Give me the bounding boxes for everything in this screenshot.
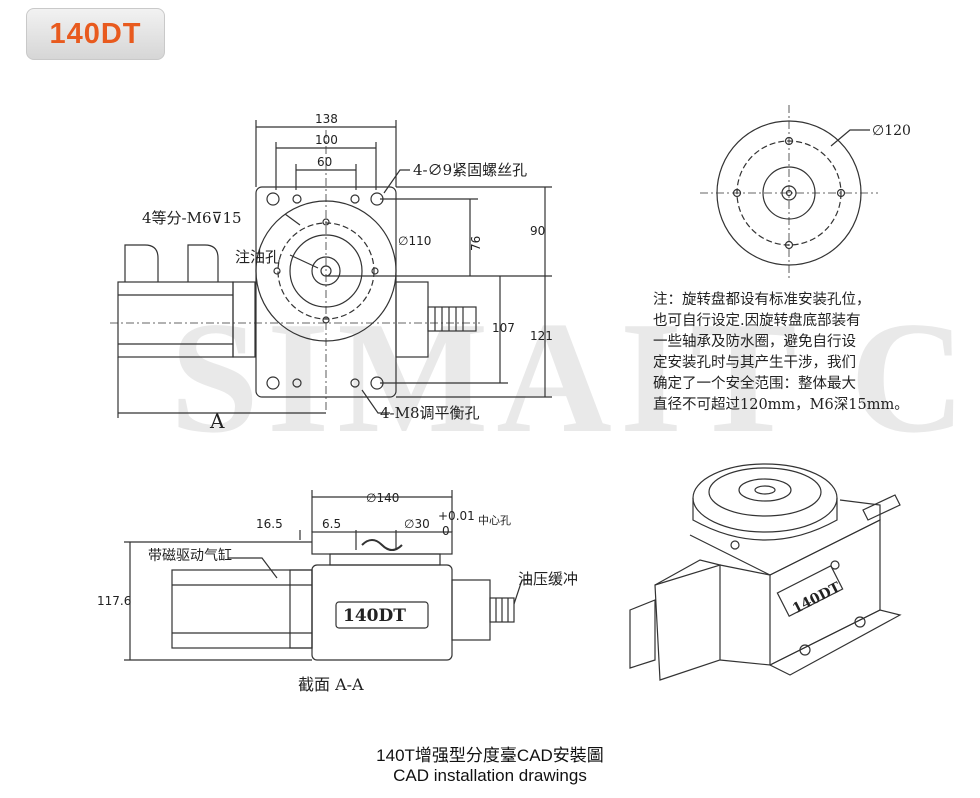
iso-view [629,463,902,681]
label-m8: 4-M8调平衡孔 [380,404,480,422]
dim-90: 90 [530,224,545,238]
model-badge: 140DT [26,8,165,60]
fitting-right [187,244,219,282]
section-letter: A [209,409,225,433]
label-cylinder: 带磁驱动气缸 [148,547,232,564]
dim-6-5: 6.5 [322,517,341,531]
installation-note: 注：旋转盘都设有标准安装孔位， 也可自行设定.因旋转盘底部装有 一些轴承及防水圈… [653,292,909,413]
dim-107: 107 [492,321,515,335]
watermark: SIMAIT C [170,288,974,466]
label-oil: 注油孔 [235,248,280,266]
label-center-hole: 中心孔 [478,514,511,527]
dim-117-6: 117.6 [97,594,131,608]
model-plate: 140DT [343,606,406,626]
badge-label: 140DT [49,17,142,50]
dim-138: 138 [315,112,338,126]
tolerance-lower: 0 [442,524,450,538]
dim-76: 76 [469,236,483,251]
caption-chinese: 140T增强型分度臺CAD安裝圖 [376,746,604,765]
cylinder-body [117,281,234,358]
dim-d120: ∅120 [872,123,911,139]
dim-121: 121 [530,329,553,343]
dim-d110: ∅110 [398,234,431,248]
section-cylinder [171,569,313,649]
label-holes: 4-∅9紧固螺丝孔 [413,161,527,179]
tolerance-upper: +0.01 [438,509,475,523]
dim-d30: ∅30 [404,517,430,531]
dim-16-5: 16.5 [256,517,283,531]
dim-60: 60 [317,155,332,169]
iso-model-plate: 140DT [790,579,844,617]
label-buffer: 油压缓冲 [518,570,578,588]
label-section: 截面 A-A [298,675,364,694]
dim-d140: ∅140 [366,491,399,505]
fitting-left [124,244,159,282]
cad-drawing: 138 100 60 4-∅9紧固螺丝孔 4等分-M6⊽15 注油孔 ∅110 … [97,105,911,694]
section-top-disk [311,531,453,555]
label-tap: 4等分-M6⊽15 [142,209,242,227]
dim-100: 100 [315,133,338,147]
caption-english: CAD installation drawings [393,766,587,785]
